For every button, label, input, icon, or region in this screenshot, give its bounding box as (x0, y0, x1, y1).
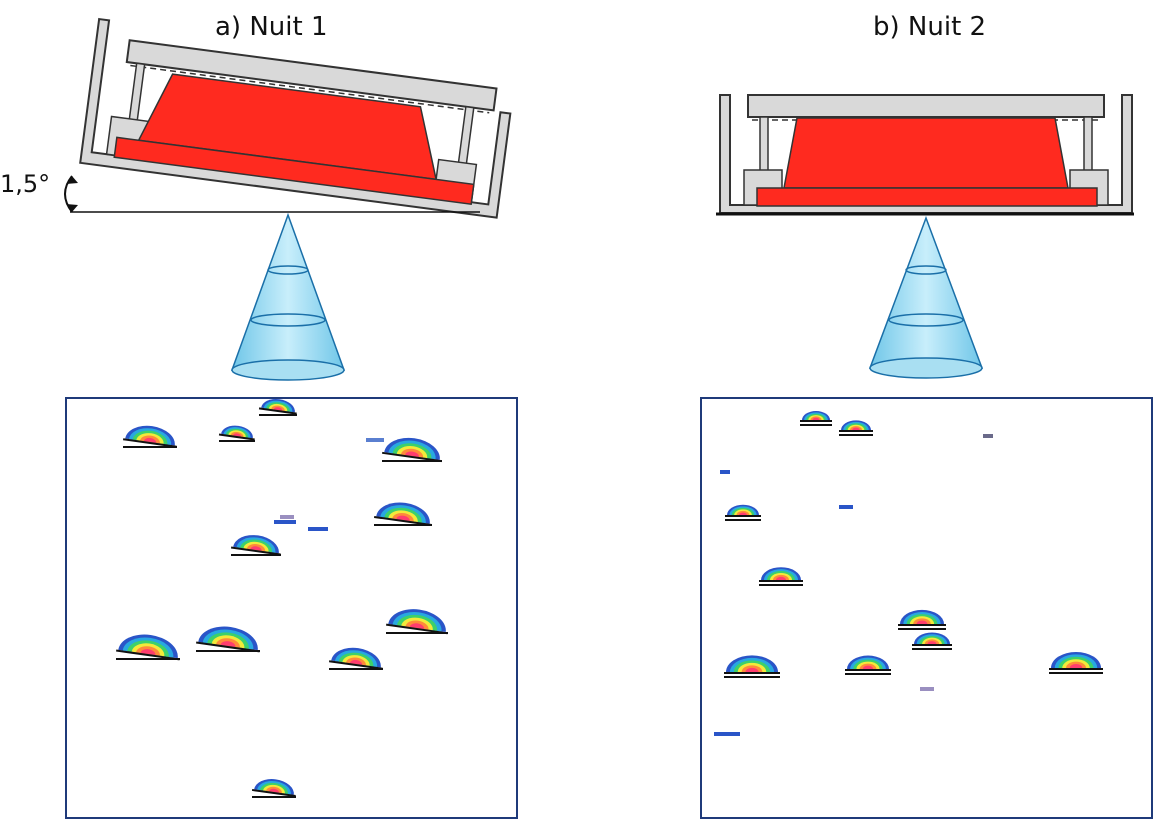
heat-blob-a-4 (382, 437, 443, 463)
heat-blob-b-6 (912, 632, 952, 650)
heat-blob-a-9 (328, 647, 383, 671)
heat-blob-a-5 (374, 502, 433, 527)
panel-b-title: b) Nuit 2 (873, 12, 987, 42)
tilt-angle-label: 1,5° (0, 170, 51, 198)
heat-blob-b-1 (800, 411, 832, 426)
animal-body-b (783, 117, 1069, 189)
panel-a-title: a) Nuit 1 (215, 12, 328, 42)
cage-a (79, 17, 512, 219)
heat-blob-b-4 (759, 567, 803, 586)
heat-blob-a-3 (218, 425, 256, 443)
heat-blob-b-7 (724, 655, 780, 678)
noise-speck-b-1 (983, 434, 993, 438)
animal-base-a (113, 136, 475, 206)
heat-blob-b-8 (845, 655, 891, 675)
detection-frame-a (65, 397, 518, 819)
noise-speck-a-1 (366, 438, 384, 442)
detection-frame-b (700, 397, 1153, 819)
heat-blob-a-1 (122, 425, 178, 449)
heat-blob-a-10 (386, 609, 449, 635)
cage-top-bar-b (747, 94, 1105, 118)
heat-blob-b-2 (839, 420, 873, 436)
noise-speck-a-4 (280, 515, 294, 519)
cage-top-bar-a (125, 39, 498, 112)
heat-blob-b-3 (725, 504, 761, 521)
noise-speck-b-4 (920, 687, 934, 691)
noise-speck-a-3 (308, 527, 328, 531)
heat-blob-a-11 (251, 779, 297, 799)
noise-speck-b-2 (720, 470, 730, 474)
cage-outer-frame-a (79, 17, 512, 219)
sensor-cone-a (230, 212, 346, 381)
cage-b (716, 94, 1134, 216)
noise-speck-b-5 (714, 732, 740, 736)
heat-blob-b-5 (898, 609, 946, 630)
heat-blob-a-8 (196, 626, 260, 653)
heat-blob-b-9 (1049, 652, 1103, 674)
heat-blob-a-7 (115, 634, 180, 661)
animal-base-b (756, 187, 1098, 207)
heat-blobs-layer (115, 398, 1103, 799)
heat-blob-a-6 (230, 535, 282, 556)
noise-speck-a-2 (274, 520, 296, 524)
noise-speck-b-3 (839, 505, 853, 509)
heat-blob-a-2 (258, 398, 298, 417)
sensor-cone-b (868, 215, 984, 379)
